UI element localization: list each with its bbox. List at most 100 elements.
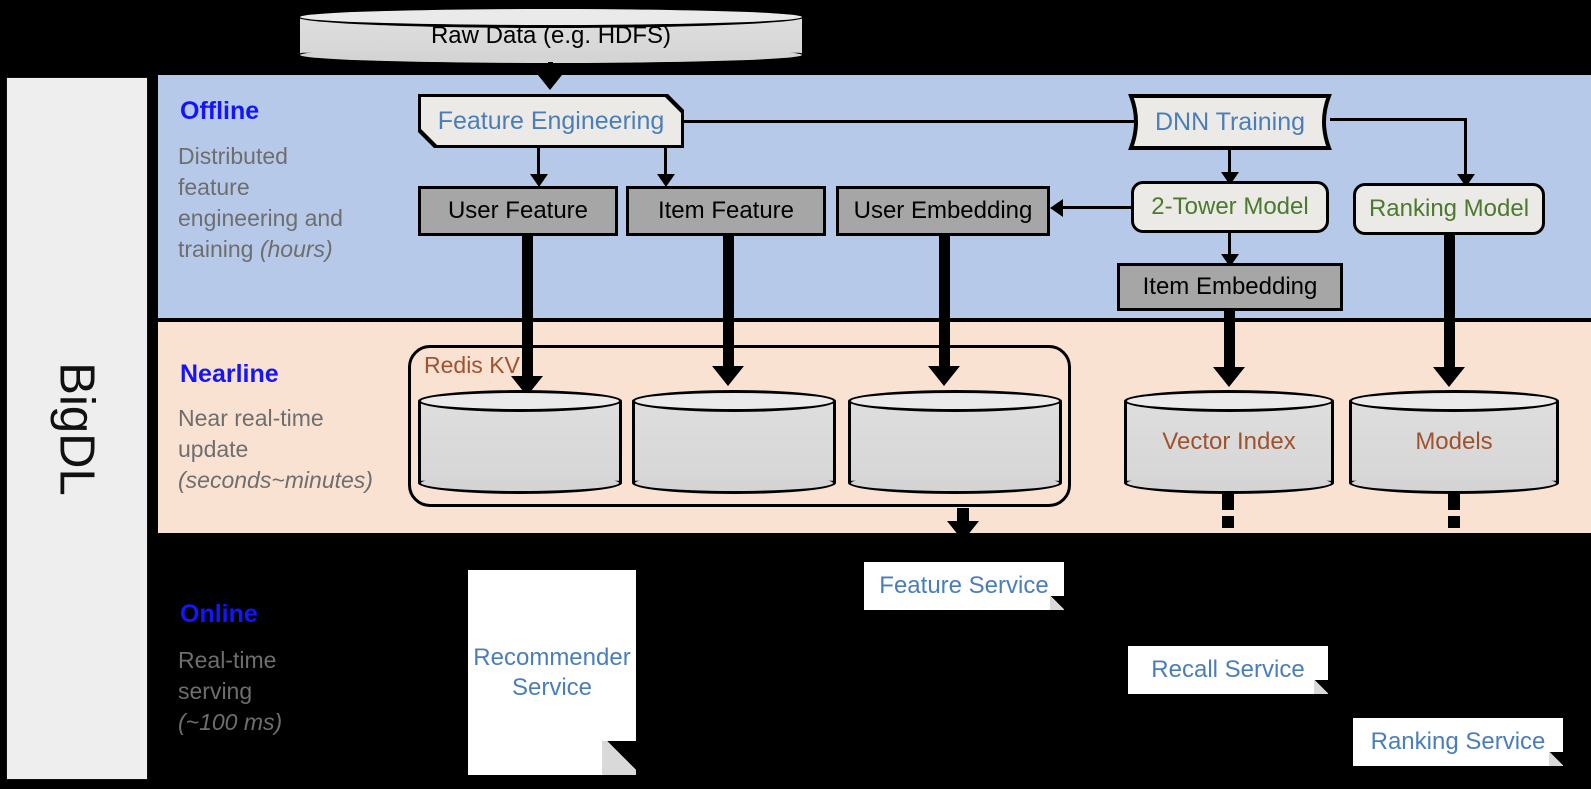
cylinder-top [848, 390, 1062, 412]
dnn-training-shape [1128, 94, 1332, 150]
page-fold-icon [1050, 596, 1064, 610]
cylinder-top [297, 6, 805, 28]
cylinder-top [1124, 390, 1334, 412]
store-user-feature-cylinder[interactable] [418, 390, 622, 494]
bigdl-label: BigDL [50, 361, 104, 496]
connector-twotower-userembedding [1063, 206, 1131, 209]
arrowhead-store-featureservice [947, 521, 979, 541]
nearline-sub-l1: Near real-time [178, 405, 324, 431]
offline-sub-l4: training [178, 236, 260, 262]
ranking-service-label: Ranking Service [1370, 728, 1546, 755]
two-tower-model-label: 2-Tower Model [1151, 193, 1309, 220]
cylinder-top [1349, 390, 1559, 412]
arrowhead-ranking-models [1433, 367, 1465, 387]
arrowhead-itemfeature-store [712, 366, 744, 386]
arrowhead-userembedding-store [928, 366, 960, 386]
models-cylinder[interactable]: Models [1349, 390, 1559, 494]
ranking-model-label: Ranking Model [1368, 195, 1530, 222]
cylinder-body [1349, 401, 1559, 483]
arrowhead-itememb-vectorindex [1213, 367, 1245, 387]
online-sub-l1: Real-time [178, 647, 277, 673]
nearline-subtitle: Near real-time update (seconds~minutes) [178, 403, 393, 496]
cylinder-body [1124, 401, 1334, 483]
page-fold-icon [1549, 752, 1563, 766]
offline-subtitle: Distributed feature engineering and trai… [178, 141, 393, 265]
vector-index-cylinder[interactable]: Vector Index [1124, 390, 1334, 494]
arrowhead-twotower-userembedding [1050, 199, 1063, 217]
bigdl-platform-rail: BigDL [6, 77, 148, 780]
arrowhead-rawdata-fe [534, 70, 566, 90]
pipe-userfeature-store [522, 236, 533, 388]
pipe-itemfeature-store [723, 236, 734, 378]
item-embedding-node[interactable]: Item Embedding [1117, 263, 1343, 311]
connector-fe-itemfeature [664, 146, 667, 178]
recall-service-node[interactable]: Recall Service [1128, 646, 1328, 694]
feature-engineering-label: Feature Engineering [437, 106, 665, 135]
offline-sub-italic: (hours) [259, 236, 333, 262]
user-feature-node[interactable]: User Feature [418, 186, 618, 236]
user-embedding-label: User Embedding [853, 197, 1033, 224]
dash-recall-1 [1222, 494, 1234, 510]
online-subtitle: Real-time serving (~100 ms) [178, 645, 393, 738]
pipe-ranking-models [1444, 235, 1455, 379]
store-user-feature-label [418, 390, 622, 494]
nearline-title: Nearline [180, 360, 279, 388]
offline-sub-l2: feature [178, 174, 250, 200]
feature-service-label: Feature Service [879, 572, 1049, 599]
dnn-training-label: DNN Training [1154, 107, 1306, 136]
connector-dnn-twotower [1228, 150, 1231, 180]
cylinder-body [418, 401, 622, 483]
page-fold-icon [602, 741, 636, 775]
pipe-userembedding-store [939, 236, 950, 378]
feature-service-node[interactable]: Feature Service [864, 562, 1064, 610]
connector-fe-dnn [684, 120, 1144, 123]
connector-dnn-ranking-v [1464, 118, 1467, 180]
page-fold-icon [1314, 680, 1328, 694]
offline-sub-l3: engineering and [178, 205, 343, 231]
offline-title: Offline [180, 97, 260, 125]
item-feature-node[interactable]: Item Feature [626, 186, 826, 236]
pipe-itememb-vectorindex [1224, 311, 1235, 379]
user-feature-label: User Feature [447, 197, 589, 224]
recommender-service-label: Recommender Service [473, 643, 631, 701]
redis-kv-group [408, 345, 1071, 507]
item-feature-label: Item Feature [657, 197, 795, 224]
online-title: Online [180, 600, 258, 628]
dnn-training-node[interactable]: DNN Training [1128, 93, 1332, 151]
raw-data-cylinder: Raw Data (e.g. HDFS) [297, 6, 805, 66]
raw-data-label: Raw Data (e.g. HDFS) [430, 22, 672, 49]
two-tower-model-node[interactable]: 2-Tower Model [1131, 181, 1329, 233]
online-sub-italic: (~100 ms) [178, 709, 283, 735]
feature-engineering-node[interactable]: Feature Engineering [421, 97, 681, 145]
cylinder-body [632, 401, 836, 483]
recall-service-label: Recall Service [1151, 656, 1305, 683]
cylinder-top [632, 390, 836, 412]
store-item-feature-cylinder[interactable] [632, 390, 836, 494]
dash-recall-2 [1222, 516, 1234, 528]
nearline-sub-italic: (seconds~minutes) [178, 467, 373, 493]
dash-ranking-1 [1448, 494, 1460, 510]
store-user-embedding-label [848, 390, 1062, 494]
vector-index-label: Vector Index [1162, 428, 1296, 455]
connector-twotower-itememb [1228, 233, 1231, 261]
dash-ranking-2 [1448, 516, 1460, 528]
redis-kv-label: Redis KV [424, 352, 520, 378]
online-sub-l2: serving [178, 678, 253, 704]
cylinder-body [848, 401, 1062, 483]
cylinder-top [418, 390, 622, 412]
item-embedding-label: Item Embedding [1142, 273, 1318, 300]
ranking-service-node[interactable]: Ranking Service [1353, 718, 1563, 766]
ranking-model-node[interactable]: Ranking Model [1353, 183, 1545, 235]
connector-dnn-ranking-h [1330, 118, 1467, 121]
user-embedding-node[interactable]: User Embedding [836, 186, 1050, 236]
recommender-service-node[interactable]: Recommender Service [468, 570, 636, 775]
dash-featureservice-1 [957, 508, 969, 522]
store-item-feature-label [632, 390, 836, 494]
store-user-embedding-cylinder[interactable] [848, 390, 1062, 494]
offline-sub-l1: Distributed [178, 143, 288, 169]
connector-fe-userfeature [537, 146, 540, 178]
arrowhead-fe-itemfeature [657, 174, 675, 187]
nearline-sub-l2: update [178, 436, 249, 462]
models-label: Models [1415, 428, 1493, 455]
